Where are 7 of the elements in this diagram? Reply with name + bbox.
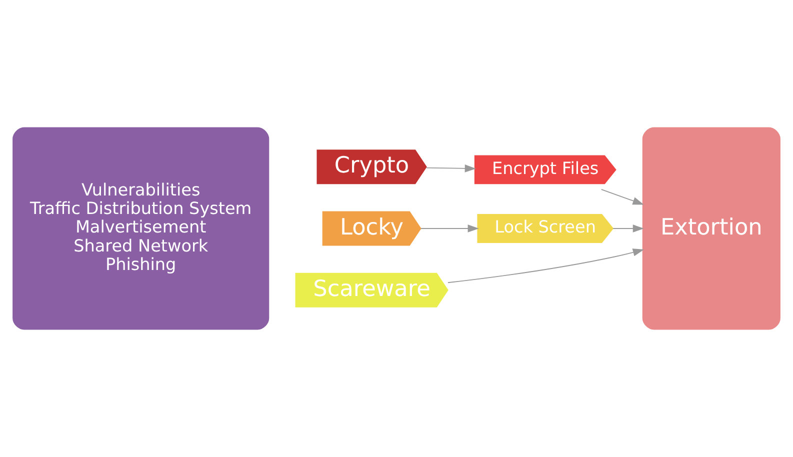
arrow bbox=[600, 188, 644, 205]
arrow bbox=[612, 224, 644, 232]
node-box: Extortion bbox=[642, 127, 780, 330]
arrow bbox=[447, 248, 644, 284]
node-box: Vulnerabilities Traffic Distribution System Malvertisement Shared Network Phishing bbox=[12, 127, 270, 330]
arrow bbox=[420, 224, 479, 232]
arrow bbox=[426, 164, 476, 172]
